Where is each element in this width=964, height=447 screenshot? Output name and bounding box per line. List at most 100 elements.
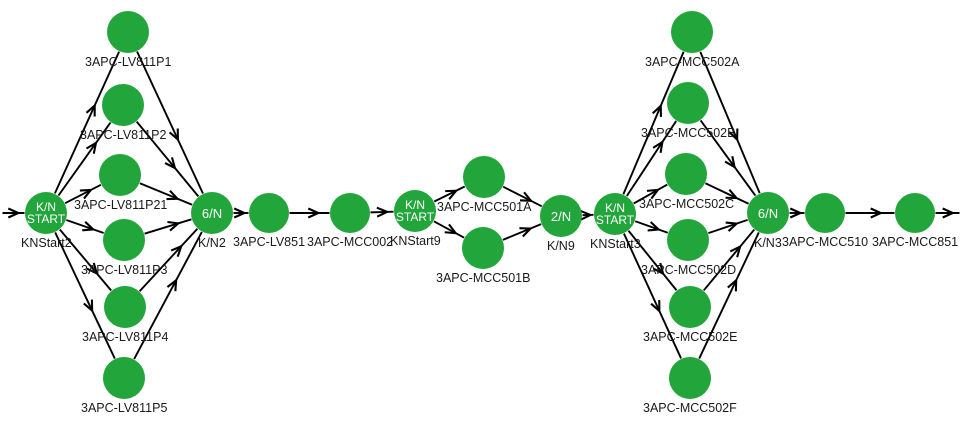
arrowhead-icon — [652, 262, 665, 276]
arrowhead-icon — [168, 128, 179, 142]
node-label-lv811p3: 3APC-LV811P3 — [81, 263, 168, 277]
graph-node-mcc851[interactable] — [895, 193, 935, 233]
graph-node-mcc502a[interactable] — [671, 11, 713, 53]
arrowhead-icon — [445, 189, 459, 200]
arrowhead-icon — [167, 220, 181, 232]
graph-node-mcc510[interactable] — [805, 193, 845, 233]
edge — [699, 51, 761, 194]
arrowhead-icon — [647, 221, 662, 232]
edge — [627, 230, 678, 291]
arrowhead-icon — [376, 206, 390, 218]
edge — [64, 183, 102, 205]
edge — [699, 119, 757, 197]
node-label-mcc851: 3APC-MCC851 — [872, 235, 959, 249]
graph-node-kn2[interactable]: 6/N — [191, 192, 233, 234]
graph-node-lv811p2[interactable] — [102, 84, 144, 126]
node-label-mcc501a: 3APC-MCC501A — [437, 200, 532, 214]
graph-node-mcc002[interactable] — [330, 193, 370, 233]
node-label-kn9: K/N9 — [547, 239, 575, 253]
arrowhead-icon — [870, 207, 884, 219]
arrowhead-icon — [579, 209, 593, 221]
arrowhead-icon — [646, 188, 661, 200]
arrowhead-icon — [444, 223, 458, 235]
node-label-mcc502e: 3APC-MCC502E — [643, 330, 738, 344]
graph-node-mcc501a[interactable] — [463, 156, 505, 198]
arrowhead-icon — [83, 299, 94, 313]
edge — [57, 121, 112, 197]
arrowhead-icon — [166, 190, 180, 201]
edge — [54, 232, 116, 359]
graph-node-lv851[interactable] — [249, 193, 289, 233]
node-label-mcc502a: 3APC-MCC502A — [645, 55, 740, 69]
arrowhead-icon — [650, 299, 661, 314]
edge — [502, 185, 543, 208]
edge — [935, 207, 960, 219]
edge — [623, 233, 682, 359]
arrowhead-icon — [728, 128, 739, 142]
arrowhead-icon — [725, 221, 740, 232]
graph-node-mcc502b[interactable] — [667, 82, 709, 124]
node-label-mcc501b: 3APC-MCC501B — [436, 271, 531, 285]
graph-node-lv811p21[interactable] — [99, 154, 141, 196]
edge — [698, 232, 760, 359]
arrowhead-icon — [79, 188, 94, 200]
edge — [59, 228, 112, 292]
edge — [789, 207, 805, 219]
arrowhead-icon — [942, 207, 956, 219]
edge — [66, 219, 104, 234]
graph-node-mcc501b[interactable] — [462, 227, 504, 269]
node-label-kn2: K/N2 — [198, 236, 226, 250]
edge — [626, 120, 677, 197]
node-label-mcc502b: 3APC-MCC502B — [641, 126, 736, 140]
edge — [622, 51, 685, 195]
node-label-lv811p2: 3APC-LV811P2 — [80, 128, 167, 142]
edge — [54, 51, 120, 194]
graph-node-mcc502c[interactable] — [665, 153, 707, 195]
arrowhead-icon — [652, 139, 664, 154]
arrowhead-icon — [729, 244, 742, 258]
arrowhead-icon — [85, 103, 96, 117]
edge — [433, 220, 465, 239]
arrowhead-icon — [727, 278, 738, 292]
edge — [144, 218, 192, 235]
arrowhead-icon — [789, 207, 803, 219]
node-label-knstart9: KNStart9 — [390, 234, 441, 248]
edge — [708, 218, 748, 235]
graph-node-lv811p4[interactable] — [104, 286, 146, 328]
node-label-mcc502d: 3APC-MCC502D — [641, 263, 737, 277]
edge — [233, 207, 249, 219]
graph-node-lv811p3[interactable] — [103, 219, 145, 261]
graph-node-kn9[interactable]: 2/N — [540, 195, 582, 237]
node-label-lv851: 3APC-LV851 — [233, 235, 306, 249]
arrowhead-icon — [651, 103, 662, 117]
edge — [633, 183, 668, 205]
graph-node-mcc502d[interactable] — [667, 219, 709, 261]
node-label-knstart2: KNStart2 — [21, 236, 72, 250]
graph-node-lv811p1[interactable] — [107, 11, 149, 53]
edge — [289, 207, 330, 219]
arrowhead-icon — [725, 188, 739, 200]
arrowhead-icon — [233, 207, 247, 219]
edge — [433, 185, 466, 203]
node-label-knstart3: KNStart3 — [590, 237, 641, 251]
graph-node-mcc502e[interactable] — [669, 286, 711, 328]
node-label-lv811p5: 3APC-LV811P5 — [81, 401, 168, 415]
graph-node-lv811p5[interactable] — [103, 357, 145, 399]
graph-node-kn3[interactable]: 6/N — [747, 192, 789, 234]
arrowhead-icon — [519, 227, 533, 238]
edge — [634, 220, 669, 234]
arrowhead-icon — [170, 244, 183, 258]
graph-node-mcc502f[interactable] — [669, 357, 711, 399]
arrowhead-icon — [82, 221, 96, 232]
edge — [136, 51, 204, 194]
edge — [705, 182, 749, 205]
node-inner-text: 6/N — [201, 205, 223, 221]
